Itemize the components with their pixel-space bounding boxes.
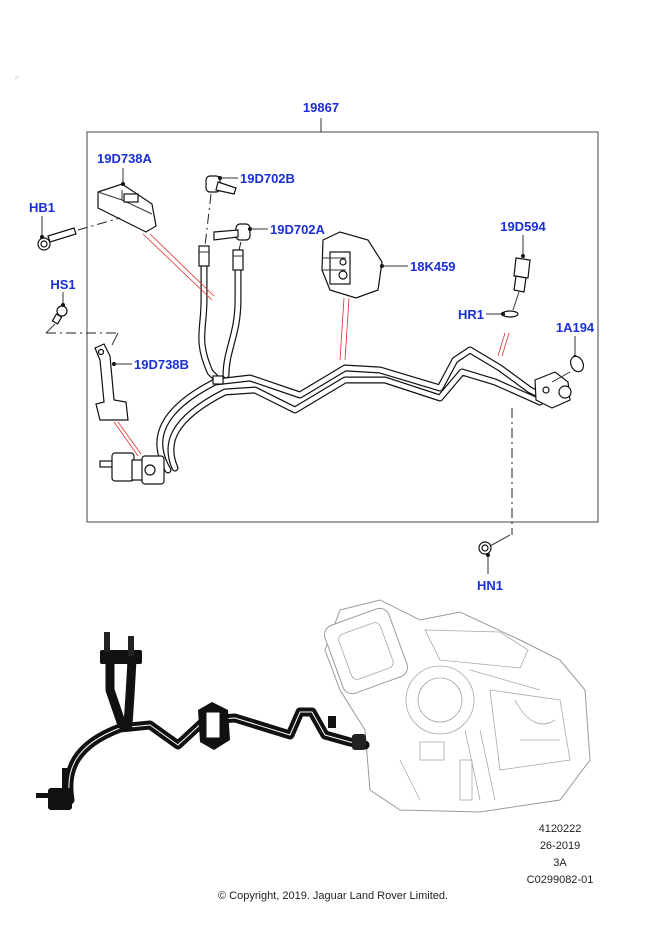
- callout-1A194[interactable]: 1A194: [556, 320, 595, 335]
- part-19D702A-clip: [213, 223, 268, 251]
- part-19D738A-module: [97, 168, 157, 233]
- evaporator-fitting: [534, 371, 572, 409]
- copyright-notice: © Copyright, 2019. Jaguar Land Rover Lim…: [218, 890, 449, 902]
- part-HR1-oring: [486, 310, 519, 318]
- callout-assembly-19867[interactable]: 19867: [303, 100, 339, 115]
- corner-mark: [15, 76, 19, 80]
- illustration-number: 4120222: [538, 823, 582, 835]
- callout-19D702A[interactable]: 19D702A: [270, 222, 326, 237]
- callout-18K459[interactable]: 18K459: [410, 259, 456, 274]
- catalog-reference: C0299082-01: [526, 874, 594, 886]
- callout-19D702B[interactable]: 19D702B: [240, 171, 295, 186]
- sheet-code: 3A: [553, 857, 567, 869]
- part-HN1-nut: [478, 408, 513, 574]
- installed-hose-illustration: [36, 632, 370, 810]
- callout-19D738A[interactable]: 19D738A: [97, 151, 153, 166]
- callout-HN1[interactable]: HN1: [477, 578, 503, 593]
- part-19D594-sensor: [512, 235, 531, 311]
- part-19D738B-bracket: [94, 343, 132, 421]
- hvac-unit-illustration: [324, 599, 591, 813]
- part-1A194-oring: [551, 336, 585, 383]
- callout-19D594[interactable]: 19D594: [500, 219, 546, 234]
- callout-HS1[interactable]: HS1: [50, 277, 75, 292]
- callout-HB1[interactable]: HB1: [29, 200, 55, 215]
- ac-hose-assembly: [99, 245, 572, 485]
- callout-19D738B[interactable]: 19D738B: [134, 357, 189, 372]
- part-HB1-bolt: [37, 216, 121, 251]
- expansion-valve: [99, 452, 165, 485]
- part-19D702B-clip: [204, 175, 238, 247]
- part-18K459-grommet: [321, 231, 408, 299]
- model-code: 26-2019: [539, 840, 581, 852]
- callout-HR1[interactable]: HR1: [458, 307, 484, 322]
- part-HS1-screw: [45, 292, 119, 346]
- assembly-frame: [86, 118, 599, 523]
